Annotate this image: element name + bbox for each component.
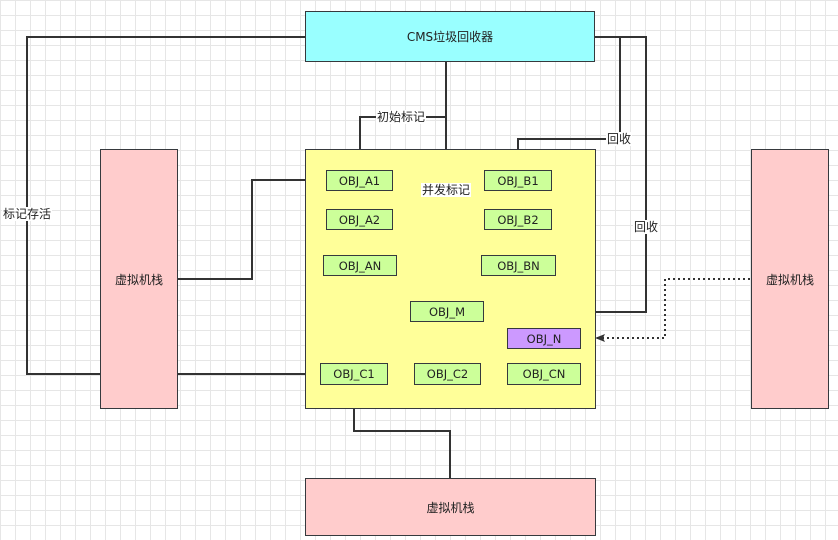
obj-b1-label: OBJ_B1 — [497, 173, 539, 188]
obj-n: OBJ_N — [507, 328, 581, 349]
cms-collector-node: CMS垃圾回收器 — [305, 11, 595, 62]
obj-an: OBJ_AN — [323, 255, 397, 276]
label-reclaim-m: 回收 — [633, 220, 660, 234]
vm-stack-right-label: 虚拟机栈 — [765, 272, 814, 287]
label-concurrent-mark: 并发标记 — [421, 183, 472, 197]
obj-bn-label: OBJ_BN — [497, 258, 540, 273]
obj-cn-label: OBJ_CN — [522, 367, 566, 381]
obj-n-label: OBJ_N — [526, 331, 562, 346]
obj-c2: OBJ_C2 — [414, 363, 481, 385]
obj-cn: OBJ_CN — [507, 363, 581, 385]
vm-stack-bottom-label: 虚拟机栈 — [426, 500, 475, 515]
edge-stack-right-to-n — [595, 278, 750, 342]
obj-m-label: OBJ_M — [428, 304, 465, 319]
obj-b1: OBJ_B1 — [484, 170, 552, 191]
vm-stack-bottom: 虚拟机栈 — [305, 478, 596, 536]
cms-collector-label: CMS垃圾回收器 — [406, 30, 494, 44]
obj-a2-label: OBJ_A2 — [338, 212, 381, 227]
obj-m: OBJ_M — [410, 301, 484, 322]
obj-c1: OBJ_C1 — [320, 363, 388, 385]
vm-stack-right: 虚拟机栈 — [751, 149, 829, 409]
obj-b2-label: OBJ_B2 — [497, 212, 539, 227]
obj-an-label: OBJ_AN — [338, 258, 382, 273]
obj-c1-label: OBJ_C1 — [333, 367, 375, 381]
vm-stack-left-label: 虚拟机栈 — [114, 272, 163, 287]
obj-c2-label: OBJ_C2 — [426, 367, 469, 381]
obj-a1: OBJ_A1 — [326, 170, 393, 191]
obj-b2: OBJ_B2 — [484, 209, 552, 230]
label-reclaim-b1: 回收 — [606, 132, 633, 146]
obj-a2: OBJ_A2 — [326, 209, 393, 230]
obj-bn: OBJ_BN — [481, 255, 556, 276]
edge-stack-left-to-a1 — [178, 176, 323, 280]
vm-stack-left: 虚拟机栈 — [100, 149, 178, 409]
label-mark-alive: 标记存活 — [2, 207, 53, 221]
label-initial-mark: 初始标记 — [376, 110, 427, 124]
obj-a1-label: OBJ_A1 — [338, 173, 381, 188]
